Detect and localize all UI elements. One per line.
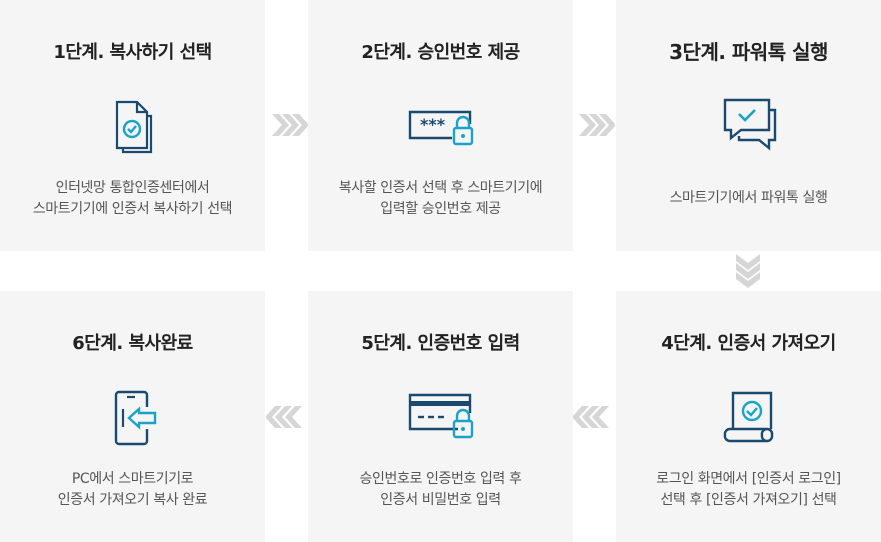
svg-text:***: *** [420,115,446,134]
step-description: 스마트기기에서 파워톡 실행 [669,190,828,206]
step-title: 5단계. 인증번호 입력 [361,333,520,354]
chevron-left-icon [266,406,302,428]
step-title: 1단계. 복사하기 선택 [53,42,212,63]
step-card-6: 6단계. 복사완료 PC에서 스마트기기로 인증서 가져오기 복사 완료 [0,291,265,542]
step-card-3: 3단계. 파워톡 실행 스마트기기에서 파워톡 실행 [616,0,881,251]
step-title: 2단계. 승인번호 제공 [361,42,520,63]
phone-import-icon [114,390,156,446]
password-lock-icon: *** [408,110,473,146]
step-description: 인터넷망 통합인증센터에서 스마트기기에 인증서 복사하기 선택 [32,180,233,217]
chevron-down-icon [736,254,760,288]
document-check-icon [115,100,152,154]
step-card-2: 2단계. 승인번호 제공 *** 복사할 인증서 선택 후 스마트기기에 입력할… [308,0,573,251]
certificate-scroll-icon [723,391,773,443]
step-title: 4단계. 인증서 가져오기 [661,333,836,354]
chat-check-icon [723,98,776,151]
step-description: PC에서 스마트기기로 인증서 가져오기 복사 완료 [57,471,208,508]
step-description: 복사할 인증서 선택 후 스마트기기에 입력할 승인번호 제공 [338,180,543,217]
chevron-right-icon [272,114,308,136]
card-lock-icon [408,393,473,439]
step-description: 승인번호로 인증번호 입력 후 인증서 비밀번호 입력 [359,471,522,508]
step-card-1: 1단계. 복사하기 선택 인터넷망 통합인증센터에서 스마트기기에 인증서 복사… [0,0,265,251]
chevron-right-icon [579,114,615,136]
step-card-4: 4단계. 인증서 가져오기 로그인 화면에서 [인증서 로그인] 선택 후 [인… [616,291,881,542]
chevron-left-icon [573,406,609,428]
step-description: 로그인 화면에서 [인증서 로그인] 선택 후 [인증서 가져오기] 선택 [656,471,841,508]
step-title: 6단계. 복사완료 [72,333,193,354]
step-title: 3단계. 파워톡 실행 [669,40,828,64]
step-card-5: 5단계. 인증번호 입력 승인번호로 인증번호 입력 후 인증서 비밀번호 입력 [308,291,573,542]
